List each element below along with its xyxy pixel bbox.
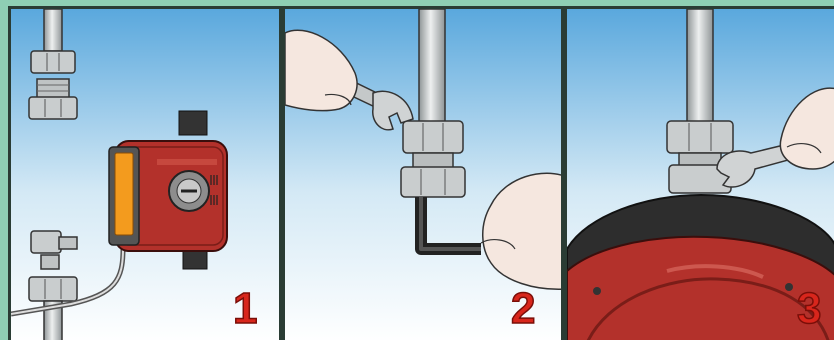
pump-display xyxy=(115,153,133,235)
step-1-panel: 1 xyxy=(8,6,282,340)
pipe-nut xyxy=(667,121,733,153)
union-nut xyxy=(401,167,465,197)
step-number: 1 xyxy=(233,287,257,331)
lower-nut xyxy=(31,231,61,253)
upper-pipe xyxy=(44,9,62,51)
pipe xyxy=(419,9,445,127)
step-3-illustration xyxy=(567,9,834,340)
circulation-pump xyxy=(567,195,834,340)
step-2-panel: 2 xyxy=(282,6,564,340)
pipe-nut xyxy=(403,121,463,153)
step-number: 2 xyxy=(511,287,535,331)
upper-nut xyxy=(31,51,75,73)
pipe xyxy=(687,9,713,123)
step-3-panel: 3 xyxy=(564,6,834,340)
step-number: 3 xyxy=(797,287,821,331)
